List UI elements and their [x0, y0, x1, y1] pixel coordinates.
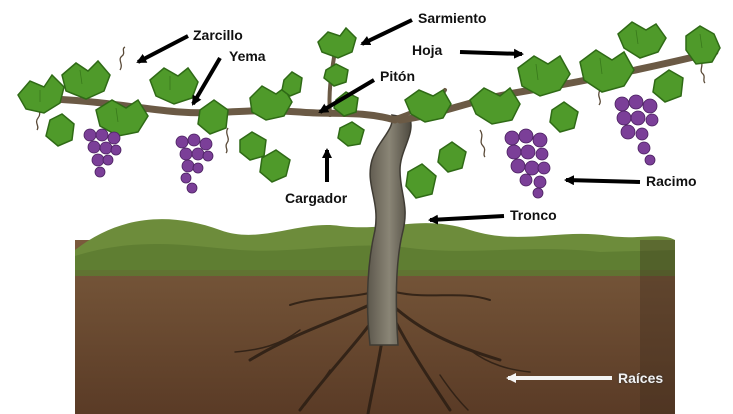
label-cargador: Cargador [285, 190, 347, 206]
grape-cluster [176, 134, 213, 193]
sarmiento-arrow [362, 20, 412, 44]
grape-cluster [615, 95, 658, 165]
zarcillo-arrow [138, 36, 188, 62]
grape-cluster [84, 129, 121, 177]
label-zarcillo: Zarcillo [193, 27, 243, 43]
label-yema: Yema [229, 48, 266, 64]
label-sarmiento: Sarmiento [418, 10, 486, 26]
label-racimo: Racimo [646, 173, 697, 189]
tronco-arrow [430, 216, 504, 220]
label-piton: Pitón [380, 68, 415, 84]
hoja-arrow [460, 52, 522, 54]
label-raices: Raíces [618, 370, 663, 386]
grape-cluster [505, 129, 550, 198]
label-hoja: Hoja [412, 42, 442, 58]
racimo-arrow [566, 180, 640, 182]
label-tronco: Tronco [510, 207, 557, 223]
